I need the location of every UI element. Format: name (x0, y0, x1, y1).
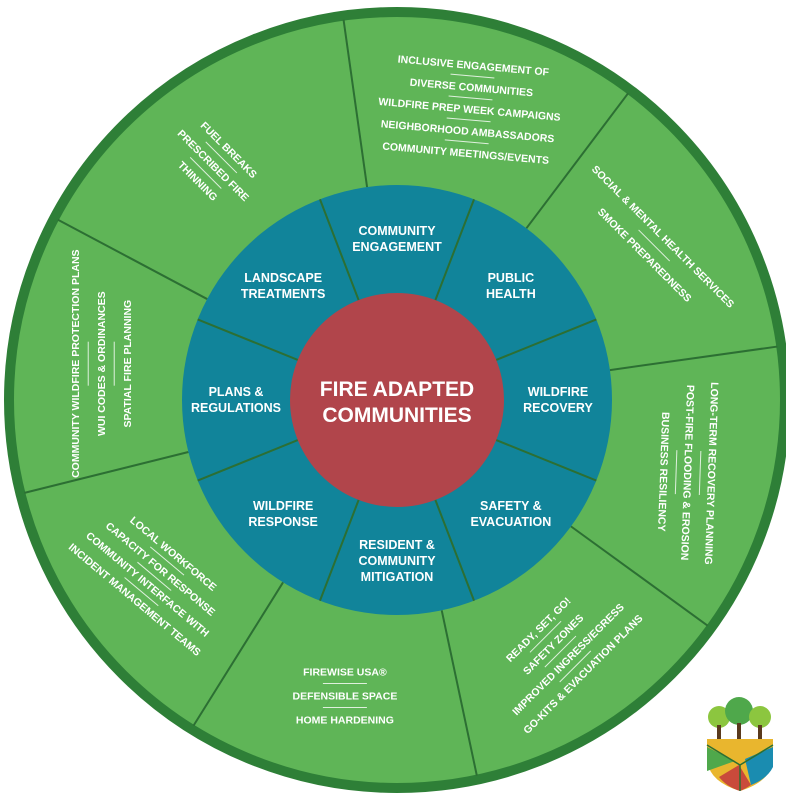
landscape-treatments-items-separator-1 (189, 157, 222, 189)
outer-divider-7 (57, 218, 208, 300)
safety-evacuation-label-line-0: SAFETY & (480, 499, 542, 513)
wildfire-response-items-separator-2 (124, 577, 159, 607)
wildfire-recovery-label-line-1: RECOVERY (523, 401, 593, 415)
public-health-label-line-1: HEALTH (486, 287, 536, 301)
plans-regulations-items-item-2: SPATIAL FIRE PLANNING (122, 300, 134, 428)
outer-divider-3 (570, 525, 709, 627)
middle-divider-1 (434, 198, 475, 301)
center-circle (290, 293, 504, 507)
logo-tree-left (708, 706, 730, 728)
plans-regulations-label-line-0: PLANS & (209, 385, 264, 399)
logo-trunk-right (758, 725, 762, 739)
logo-field-green (707, 747, 735, 771)
wildfire-recovery-label-line-0: WILDFIRE (528, 385, 588, 399)
center-title-line2: COMMUNITIES (322, 404, 471, 427)
logo-trunk-left (717, 725, 721, 739)
logo-field-lines (706, 744, 774, 791)
plans-regulations-items-item-0: COMMUNITY WILDFIRE PROTECTION PLANS (70, 249, 82, 477)
middle-divider-7 (197, 318, 299, 361)
plans-regulations-items: COMMUNITY WILDFIRE PROTECTION PLANS WUI C… (70, 249, 134, 477)
logo-field-red (719, 765, 751, 791)
middle-divider-0 (319, 198, 360, 301)
resident-community-mitigation-label-line-0: RESIDENT & (359, 538, 435, 552)
logo-tree-center (725, 697, 753, 725)
outer-ring-dividers (24, 19, 778, 776)
center-title-line1: FIRE ADAPTED (320, 378, 474, 401)
plans-regulations-label-line-1: REGULATIONS (191, 401, 281, 415)
public-health-label-line-0: PUBLIC (488, 271, 535, 285)
middle-divider-6 (197, 439, 299, 482)
safety-evacuation-items-separator-0 (529, 620, 562, 653)
safety-evacuation-items-separator-1 (544, 635, 577, 668)
middle-divider-2 (495, 318, 597, 361)
safety-evacuation-items-separator-2 (559, 650, 592, 683)
community-engagement-items-separator-1 (448, 95, 493, 101)
middle-ring-dividers (197, 198, 597, 602)
logo-tree-right (749, 706, 771, 728)
middle-divider-4 (434, 499, 475, 602)
wildfire-response-items-separator-0 (149, 546, 185, 576)
outer-divider-4 (440, 610, 478, 776)
outer-divider-5 (192, 581, 284, 727)
landscape-treatments-items-separator-0 (205, 141, 238, 174)
landscape-treatments-label-line-0: LANDSCAPE (244, 271, 322, 285)
fire-adapted-trees-logo-icon (706, 697, 774, 791)
outer-divider-1 (525, 92, 629, 229)
wildfire-recovery-items-separator-1 (674, 450, 678, 495)
community-engagement-items-separator-3 (444, 139, 489, 145)
community-engagement-label-line-1: ENGAGEMENT (352, 240, 442, 254)
middle-divider-5 (319, 499, 360, 602)
outer-divider-0 (342, 19, 369, 188)
wildfire-response-label-line-0: WILDFIRE (253, 499, 313, 513)
resident-community-mitigation-items-item-1: DEFENSIBLE SPACE (292, 690, 397, 702)
logo-field-blue (745, 747, 773, 785)
middle-ring-labels: COMMUNITY ENGAGEMENT PUBLIC HEALTH WILDFIRE R… (191, 224, 594, 584)
community-engagement-items-separator-2 (446, 117, 491, 123)
wildfire-response-items-separator-1 (137, 561, 172, 591)
safety-evacuation-label-line-1: EVACUATION (470, 515, 551, 529)
landscape-treatments-label-line-1: TREATMENTS (241, 287, 326, 301)
wildfire-recovery-items-item-2: BUSINESS RESILIENCY (655, 412, 671, 532)
community-engagement-label-line-0: COMMUNITY (358, 224, 436, 238)
wildfire-response-label-line-1: RESPONSE (248, 515, 317, 529)
resident-community-mitigation-items-item-2: HOME HARDENING (296, 714, 394, 726)
resident-community-mitigation-items: FIREWISE USA® DEFENSIBLE SPACE HOME HARDEN… (292, 666, 397, 726)
resident-community-mitigation-items-item-0: FIREWISE USA® (303, 666, 387, 678)
resident-community-mitigation-label-line-1: COMMUNITY (358, 554, 436, 568)
resident-community-mitigation-label-line-2: MITIGATION (361, 570, 434, 584)
middle-divider-3 (495, 439, 597, 482)
outer-divider-2 (609, 345, 778, 372)
community-engagement-items-separator-0 (450, 73, 495, 79)
outer-divider-6 (24, 451, 189, 494)
public-health-items-separator-0 (638, 229, 671, 262)
plans-regulations-items-item-1: WUI CODES & ORDINANCES (96, 291, 108, 436)
wildfire-recovery-items-separator-0 (698, 450, 702, 495)
logo-trunk-center (737, 723, 741, 739)
